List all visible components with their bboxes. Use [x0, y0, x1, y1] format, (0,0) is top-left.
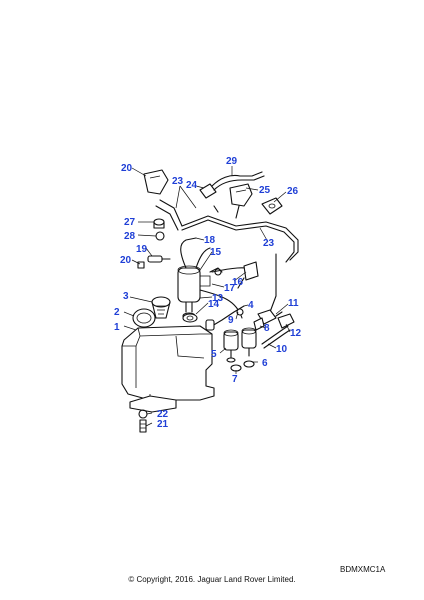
- callouts: 1 2 3 4 5 6 7 8 9 10 11 12 13 14 15 16 1…: [114, 156, 302, 430]
- leader-lines: [123, 166, 291, 427]
- filler-cap: [132, 308, 156, 328]
- callout-9: 9: [228, 315, 234, 326]
- grommet-14: [182, 313, 198, 323]
- callout-24: 24: [186, 180, 198, 191]
- connector-12: [277, 313, 295, 329]
- callout-22: 22: [157, 409, 169, 420]
- callout-20-lower: 20: [120, 255, 132, 266]
- callout-3: 3: [123, 291, 129, 302]
- callout-28: 28: [124, 231, 136, 242]
- callout-27: 27: [124, 217, 136, 228]
- callout-12: 12: [290, 328, 302, 339]
- washer-jet-left: [143, 169, 169, 195]
- callout-29: 29: [226, 156, 238, 167]
- mounting-bracket: [129, 395, 177, 433]
- callout-1: 1: [114, 322, 120, 333]
- washer-jet-right: [229, 183, 253, 207]
- jet-nozzle-26: [261, 197, 283, 215]
- callout-8: 8: [264, 323, 270, 334]
- rear-pump-5: [223, 329, 239, 363]
- filler-strainer: [151, 296, 171, 319]
- washer-reservoir: [121, 325, 215, 401]
- washer-pump: [177, 265, 223, 320]
- callout-15: 15: [210, 247, 222, 258]
- callout-5: 5: [211, 349, 217, 360]
- hose-10: [261, 325, 291, 349]
- callout-23-upper: 23: [172, 176, 184, 187]
- callout-14: 14: [208, 299, 220, 310]
- callout-2: 2: [114, 307, 120, 318]
- callout-19: 19: [136, 244, 148, 255]
- callout-16: 16: [232, 277, 244, 288]
- connector-8: [253, 317, 265, 331]
- connector-16: [214, 261, 259, 289]
- callout-6: 6: [262, 358, 268, 369]
- callout-11: 11: [288, 298, 299, 309]
- callout-4: 4: [248, 300, 254, 311]
- callout-7: 7: [232, 374, 238, 385]
- diagram-reference-code: BDMXMC1A: [340, 565, 386, 574]
- hoses: [155, 199, 299, 319]
- connector-19: [137, 255, 171, 269]
- copyright-notice: © Copyright, 2016. Jaguar Land Rover Lim…: [128, 575, 296, 584]
- callout-18: 18: [204, 235, 216, 246]
- callout-23-lower: 23: [263, 238, 275, 249]
- callout-13: 13: [212, 293, 224, 304]
- callout-10: 10: [276, 344, 288, 355]
- jet-connector-24: [199, 171, 265, 199]
- callout-26: 26: [287, 186, 299, 197]
- callout-20-upper: 20: [121, 163, 133, 174]
- callout-25: 25: [259, 185, 271, 196]
- callout-21: 21: [157, 419, 169, 430]
- callout-17: 17: [224, 283, 236, 294]
- hose-4: [205, 305, 245, 331]
- grommets: [153, 218, 165, 241]
